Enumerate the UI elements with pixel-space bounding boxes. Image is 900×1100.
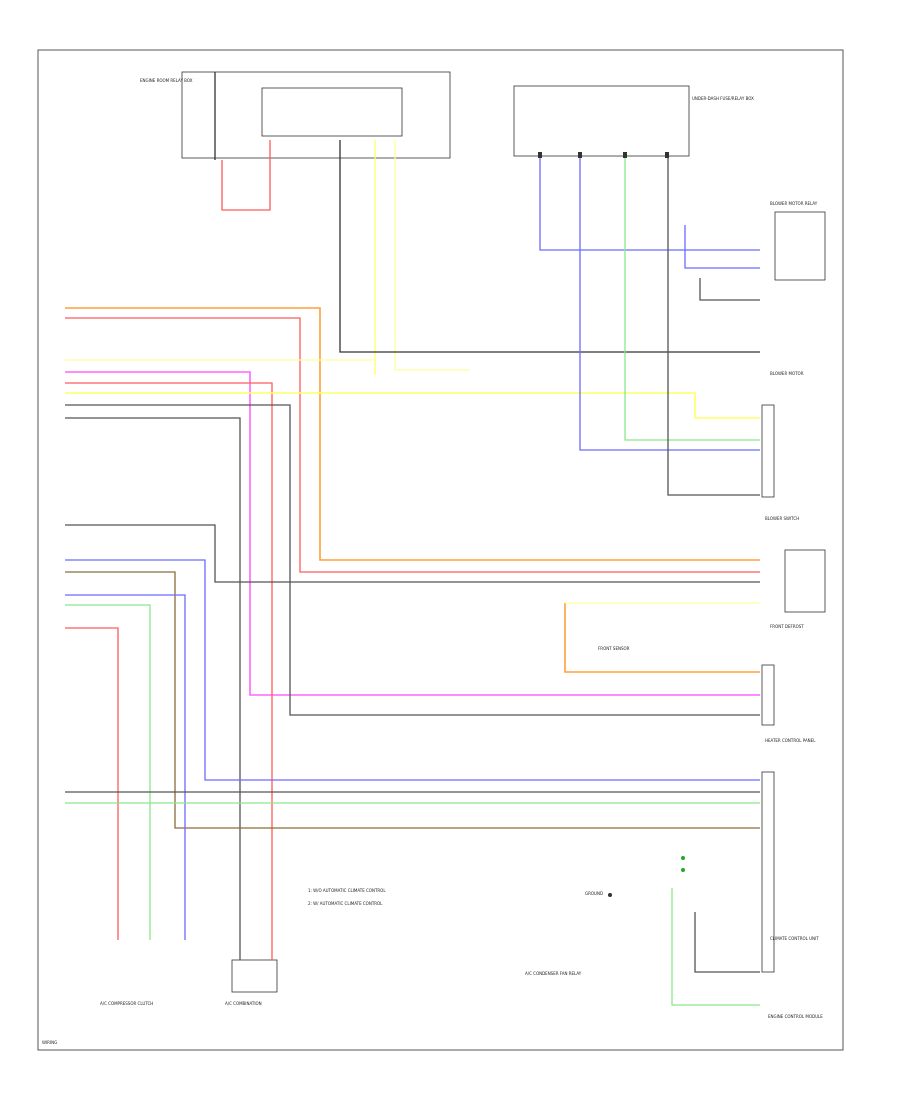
page-code: WIRING bbox=[42, 1040, 57, 1045]
green-wire-1 bbox=[65, 604, 151, 940]
blower-switch-label: BLOWER SWITCH bbox=[765, 516, 799, 521]
wires-group bbox=[65, 72, 760, 1006]
ground-dot bbox=[608, 893, 612, 897]
legend-line-2: 2: W/ AUTOMATIC CLIMATE CONTROL bbox=[308, 901, 383, 906]
connector-pin bbox=[665, 152, 669, 158]
red-wire-2 bbox=[65, 382, 273, 960]
connector-pin bbox=[623, 152, 627, 158]
blower-fuse-group: UNDER-DASH FUSE/RELAY BOX bbox=[513, 85, 754, 157]
gray-wire-4 bbox=[65, 524, 760, 583]
blower-resistor-label: BLOWER MOTOR bbox=[770, 371, 804, 376]
diagram-frame bbox=[37, 49, 844, 1051]
heater-control-label: HEATER CONTROL PANEL bbox=[765, 738, 816, 743]
relay-box-label: ENGINE ROOM RELAY BOX bbox=[140, 78, 193, 83]
brown-wire-1 bbox=[65, 571, 760, 829]
ac-combination-box bbox=[231, 959, 278, 993]
gray-wire-switch bbox=[667, 158, 760, 496]
blue-wire-switch bbox=[579, 158, 760, 451]
blower-fuse-box bbox=[513, 85, 690, 157]
gray-wire-2 bbox=[65, 404, 760, 716]
front-defrost-box bbox=[784, 549, 826, 613]
ground-dot bbox=[681, 868, 685, 872]
blue-wire-blower bbox=[539, 158, 760, 251]
ac-compressor-label: A/C COMPRESSOR CLUTCH bbox=[100, 1001, 153, 1006]
yellow-wire-3 bbox=[65, 392, 760, 419]
pink-wire-1 bbox=[65, 371, 760, 696]
blue-wire-2 bbox=[65, 559, 760, 781]
connectors bbox=[538, 152, 685, 897]
climate-control-connector bbox=[761, 771, 775, 973]
relay-box bbox=[181, 71, 451, 159]
relay-box-group: ENGINE ROOM RELAY BOX bbox=[140, 71, 451, 159]
climate-control-label: CLIMATE CONTROL UNIT bbox=[770, 936, 819, 941]
blower-relay-box bbox=[774, 211, 826, 281]
relay-inner-box bbox=[261, 87, 403, 137]
gray-wire-ecm bbox=[694, 912, 760, 973]
orange-wire-1 bbox=[65, 307, 760, 561]
heater-control-connector bbox=[761, 664, 775, 726]
front-sensor-label: FRONT SENSOR bbox=[598, 646, 630, 651]
legend-line-1: 1: W/O AUTOMATIC CLIMATE CONTROL bbox=[308, 888, 386, 893]
ground-dot bbox=[681, 856, 685, 860]
yellow-wire-relay-b bbox=[394, 140, 470, 371]
red-wire-3 bbox=[65, 627, 119, 940]
gray-wire-3 bbox=[65, 417, 241, 960]
blower-relay-label: BLOWER MOTOR RELAY bbox=[770, 201, 818, 206]
ac-combination-label: A/C COMBINATION bbox=[225, 1001, 262, 1006]
connector-pin bbox=[538, 152, 542, 158]
gray-wire-to-blower bbox=[339, 140, 760, 353]
blue-wire-3 bbox=[65, 594, 186, 940]
red-wire-1 bbox=[65, 317, 760, 573]
red-wire-relay bbox=[221, 140, 271, 211]
blue-wire-relay bbox=[684, 225, 760, 269]
green-wire-ecm bbox=[671, 888, 760, 1006]
orange-wire-sensor bbox=[564, 603, 760, 673]
ground-label: GROUND bbox=[585, 891, 603, 896]
blower-switch-connector bbox=[761, 404, 775, 498]
blower-fuse-label: UNDER-DASH FUSE/RELAY BOX bbox=[692, 96, 754, 101]
engine-control-label: ENGINE CONTROL MODULE bbox=[768, 1014, 823, 1019]
green-wire-switch bbox=[624, 158, 760, 441]
gray-wire-relay bbox=[699, 278, 760, 301]
front-defrost-label: FRONT DEFROST bbox=[770, 624, 804, 629]
connector-pin bbox=[578, 152, 582, 158]
ac-condenser-label: A/C CONDENSER FAN RELAY bbox=[525, 971, 582, 976]
